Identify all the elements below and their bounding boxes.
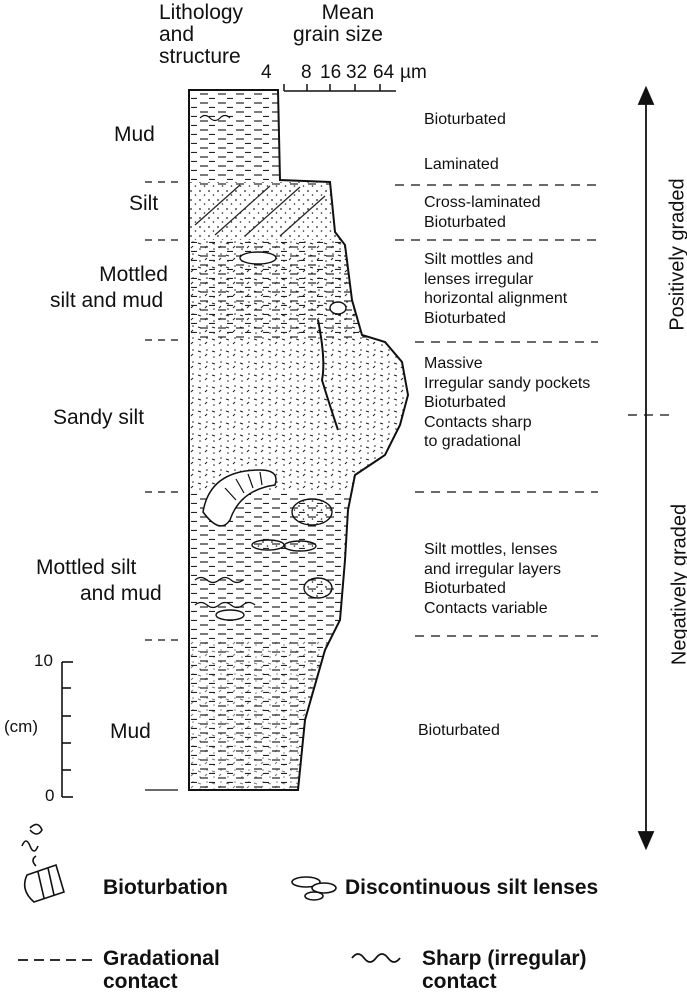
- scale-bottom-label: 0: [45, 787, 54, 805]
- positively-graded-label: Positively graded: [667, 155, 687, 355]
- description-line: Contacts sharp: [424, 413, 590, 433]
- grain-tick-label: 16: [320, 63, 341, 83]
- lithology-label-mud-top: Mud: [114, 124, 155, 146]
- lithology-header: Lithology and structure: [159, 2, 243, 68]
- silt-lens-icon: [292, 877, 336, 900]
- lithology-label-mottled-lower-2: and mud: [80, 583, 162, 605]
- description-bioturbated-bottom: Bioturbated: [418, 721, 500, 741]
- grain-tick-label: 8: [301, 63, 312, 83]
- legend-silt-lenses-label: Discontinuous silt lenses: [345, 876, 598, 899]
- description-bioturbated-top: Bioturbated: [424, 110, 506, 130]
- lithology-label-sandy-silt: Sandy silt: [53, 407, 144, 429]
- lithology-label-mottled-upper-2: silt and mud: [50, 290, 163, 312]
- bioturbation-icon: [22, 824, 64, 902]
- scale-unit-label: (cm): [4, 718, 38, 736]
- lithology-label-silt: Silt: [129, 193, 158, 215]
- description-mottled-lower: Silt mottles, lenses and irregular layer…: [424, 540, 561, 618]
- legend-line: contact: [422, 970, 587, 993]
- grain-size-axis: [284, 84, 396, 91]
- grain-tick-label: 4: [261, 63, 272, 83]
- grain-tick-label: 64: [373, 63, 394, 83]
- lithology-label-mottled-upper: Mottled: [76, 264, 168, 286]
- scale-top-label: 10: [34, 652, 53, 670]
- legend-bioturbation-label: Bioturbation: [103, 876, 228, 899]
- description-line: Massive: [424, 354, 590, 374]
- depth-scale: [62, 662, 73, 797]
- description-sandy-silt: Massive Irregular sandy pockets Bioturba…: [424, 354, 590, 452]
- lithology-label-mottled-lower: Mottled silt: [36, 557, 136, 579]
- lithology-label-line: Mottled: [76, 264, 168, 286]
- description-line: Contacts variable: [424, 599, 561, 619]
- description-line: and irregular layers: [424, 560, 561, 580]
- sharp-contact-icon: [352, 954, 400, 962]
- lithology-column: [189, 90, 419, 790]
- grain-size-header-line: grain size: [293, 24, 383, 46]
- description-line: Irregular sandy pockets: [424, 374, 590, 394]
- description-laminated: Laminated: [424, 155, 499, 175]
- grain-unit-label: µm: [400, 63, 427, 83]
- description-line: to gradational: [424, 432, 590, 452]
- description-line: Silt mottles and: [424, 250, 567, 270]
- description-line: lenses irregular: [424, 270, 567, 290]
- lithology-header-line: structure: [159, 46, 243, 68]
- lithology-label-mud-bottom: Mud: [110, 721, 151, 743]
- legend-line: Gradational: [103, 947, 220, 970]
- lithology-header-line: and: [159, 24, 243, 46]
- grading-arrow: [639, 88, 653, 848]
- description-line: Bioturbated: [424, 213, 540, 233]
- grain-tick-label: 32: [346, 63, 367, 83]
- legend-line: contact: [103, 970, 220, 993]
- description-mottled-upper: Silt mottles and lenses irregular horizo…: [424, 250, 567, 328]
- legend-line: Sharp (irregular): [422, 947, 587, 970]
- description-line: Silt mottles, lenses: [424, 540, 561, 560]
- description-line: Bioturbated: [424, 309, 567, 329]
- legend-sharp-label: Sharp (irregular) contact: [422, 947, 587, 993]
- grain-size-header-line: Mean: [293, 2, 383, 24]
- lithology-header-line: Lithology: [159, 2, 243, 24]
- description-line: Bioturbated: [424, 393, 590, 413]
- grain-size-header: Mean grain size: [293, 2, 383, 46]
- legend-gradational-label: Gradational contact: [103, 947, 220, 993]
- description-line: Bioturbated: [424, 579, 561, 599]
- description-line: horizontal alignment: [424, 289, 567, 309]
- description-silt: Cross-laminated Bioturbated: [424, 193, 540, 232]
- negatively-graded-label: Negatively graded: [669, 475, 687, 695]
- description-line: Cross-laminated: [424, 193, 540, 213]
